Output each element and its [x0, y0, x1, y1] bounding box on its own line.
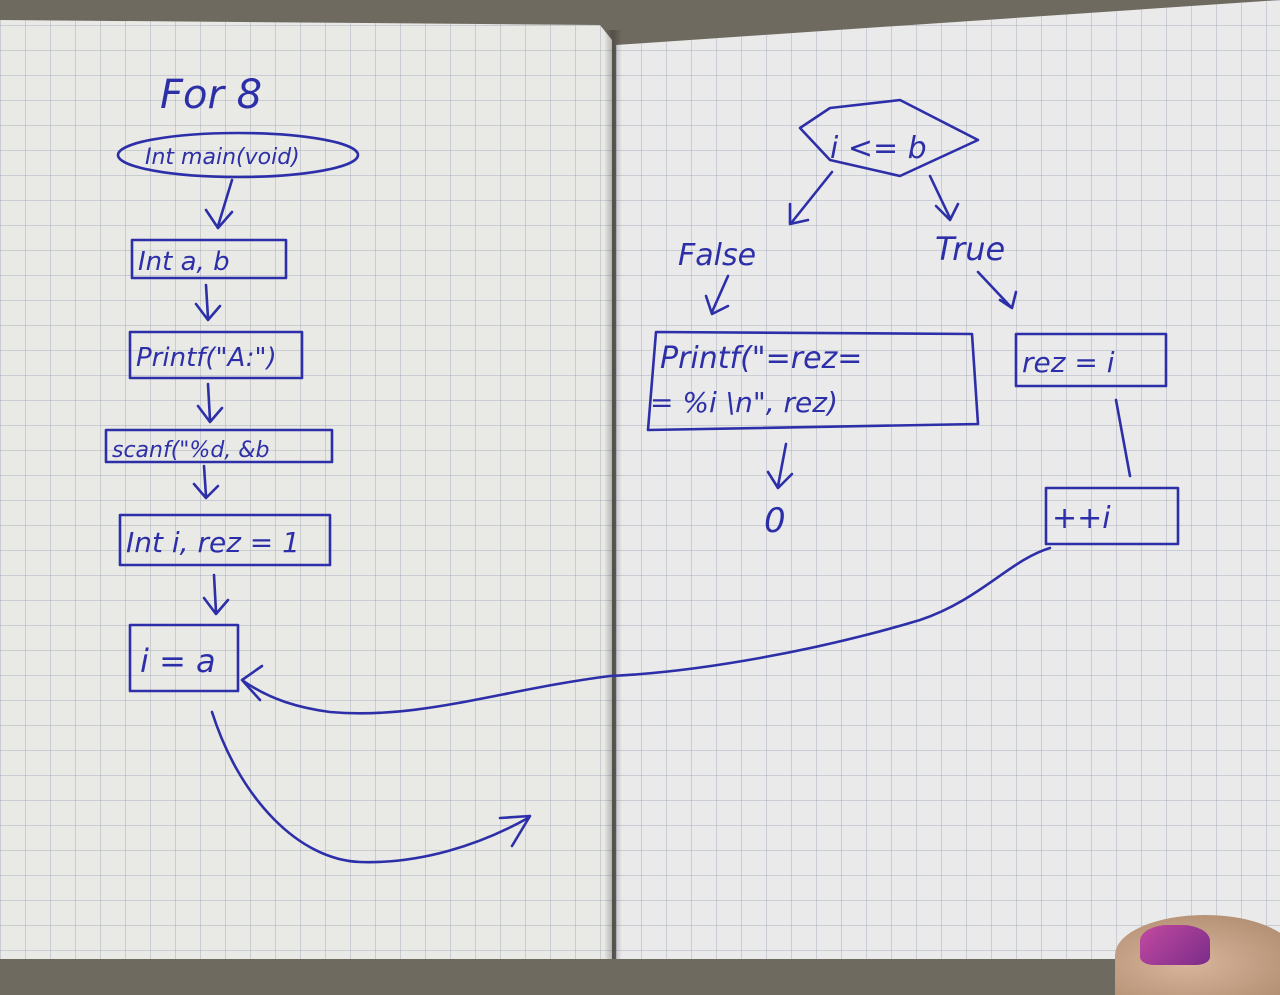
arrow-printf-scanf [196, 382, 224, 424]
condition-label: i <= b [830, 131, 927, 166]
arrow-cond-false [788, 170, 834, 226]
flowchart-drawing: For 8 Int main(void) Int a, b Printf("A:… [104, 72, 1180, 864]
condition-diamond [798, 98, 980, 178]
arrow-decl-printf [194, 283, 222, 322]
scanf-box [104, 428, 334, 464]
assign-label: rez = i [1022, 346, 1115, 379]
decl-label: Int a, b [138, 247, 230, 277]
notebook-spine [604, 30, 622, 959]
loop-exit-curve [210, 710, 532, 864]
init-box [118, 513, 332, 567]
start-ellipse [116, 131, 360, 179]
arrow-scanf-init [192, 464, 220, 500]
left-notebook-page [0, 20, 612, 959]
right-notebook-page [616, 0, 1280, 959]
arrow-true-assign [976, 270, 1018, 310]
printf-box [128, 330, 304, 380]
fingernail-image [1140, 925, 1210, 965]
print-line-1: Printf("=rez= [660, 341, 862, 376]
arrow-false-print [704, 274, 730, 316]
assign-box [1014, 332, 1168, 388]
true-label: True [935, 230, 1005, 268]
arrow-start-decl [204, 178, 234, 230]
increment-box [1044, 486, 1180, 546]
end-label: 0 [764, 501, 786, 541]
arrow-init-loop [202, 573, 230, 616]
print-box [646, 330, 980, 432]
scanf-label: scanf("%d, &b [112, 438, 269, 463]
start-label: Int main(void) [145, 145, 300, 170]
arrow-print-end [766, 442, 794, 490]
title-text: For 8 [160, 72, 262, 118]
false-label: False [678, 238, 756, 273]
line-assign-increment [1114, 398, 1132, 478]
decl-box [130, 238, 288, 280]
init-label: Int i, rez = 1 [126, 526, 300, 559]
printf-label: Printf("A:") [136, 343, 277, 373]
increment-label: ++i [1052, 501, 1111, 536]
loop-init-box [128, 623, 240, 693]
arrow-cond-true [928, 174, 960, 222]
loop-init-label: i = a [140, 642, 216, 680]
print-line-2: = %i \n", rez) [650, 386, 838, 419]
loop-return-curve [240, 546, 1052, 715]
